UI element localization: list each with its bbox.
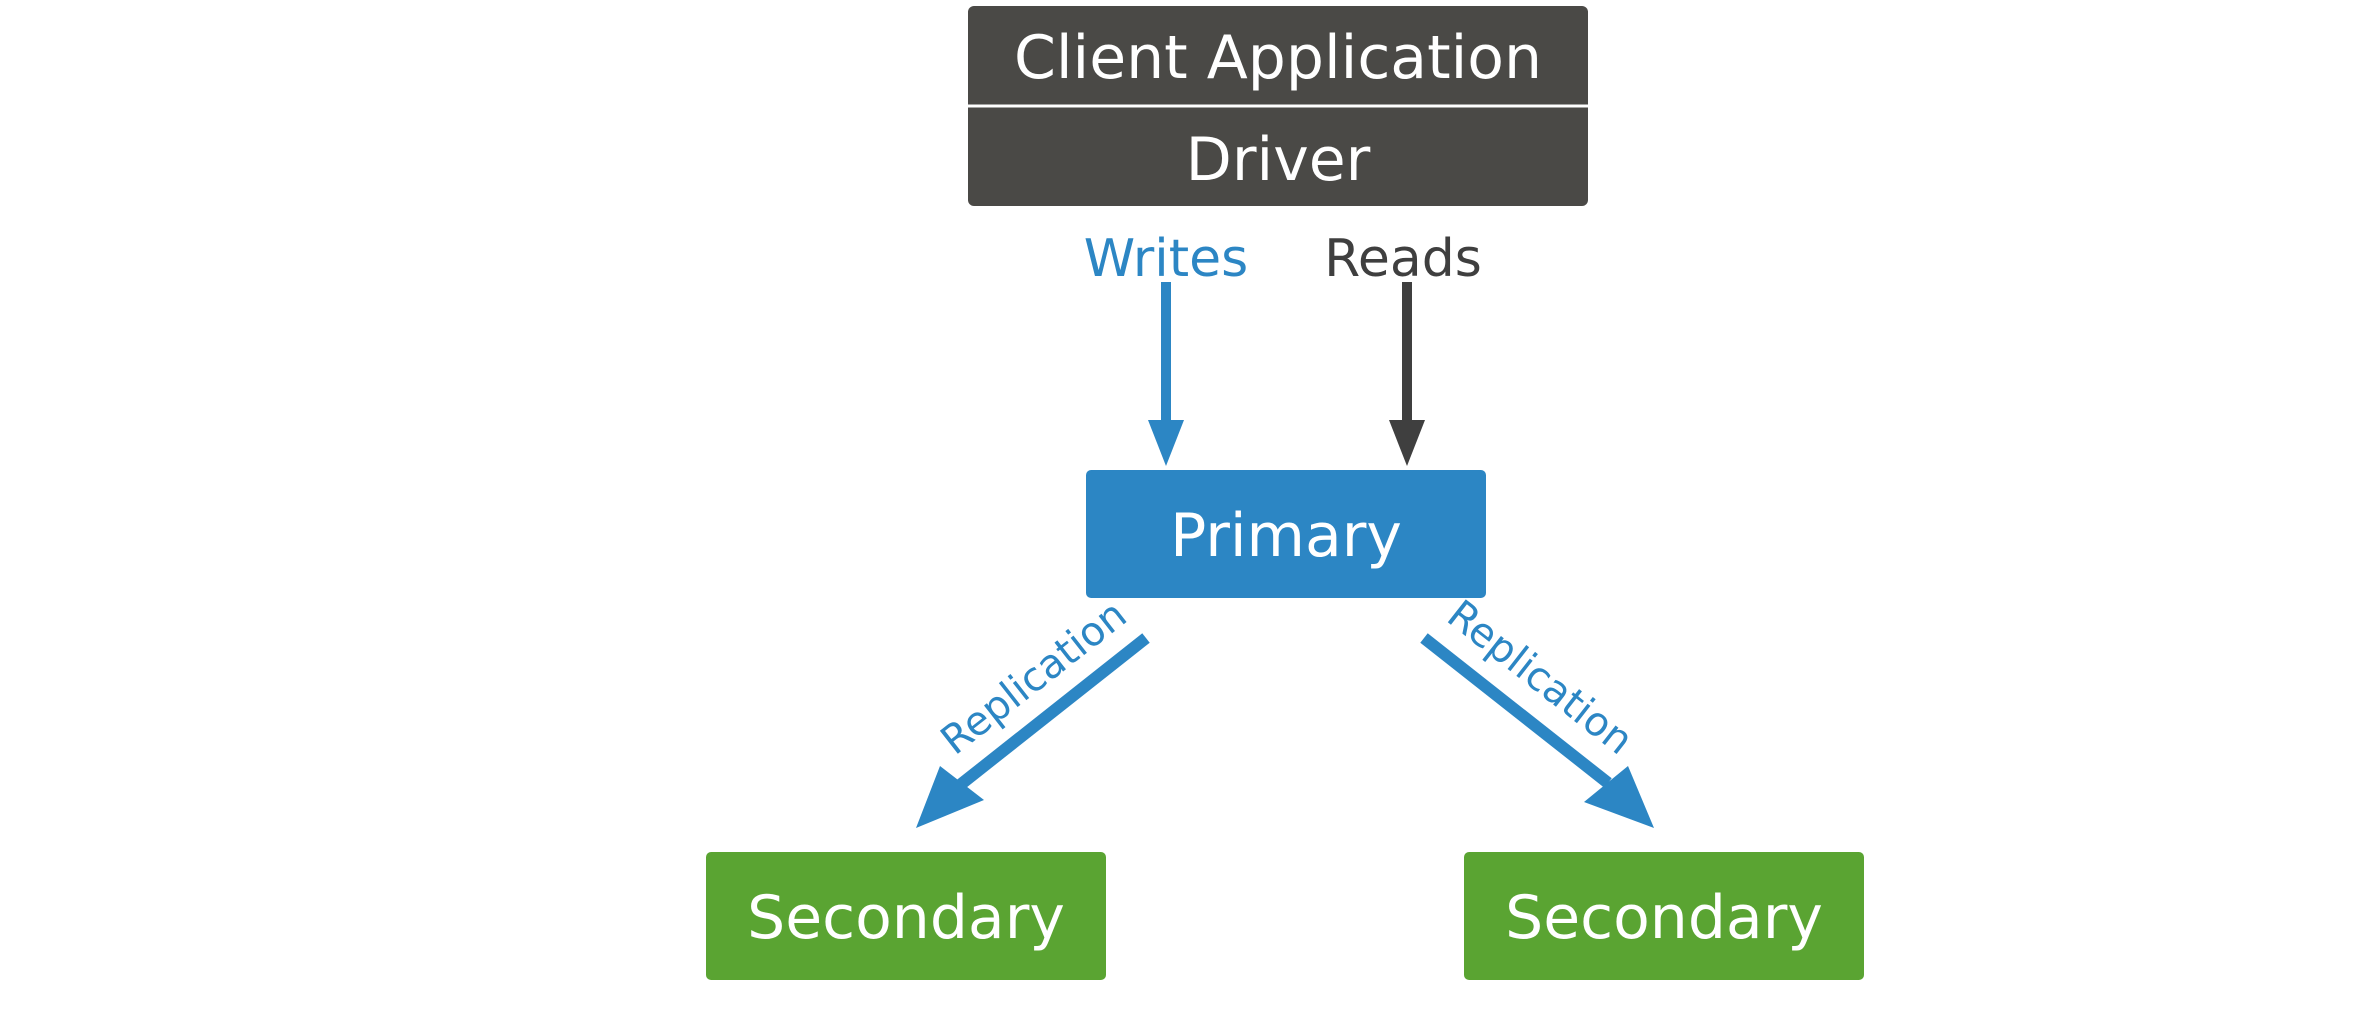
secondary-node-right: Secondary xyxy=(1464,852,1864,980)
replication-arrow-left xyxy=(916,633,1150,828)
writes-arrow xyxy=(1148,282,1184,466)
secondary-label-right: Secondary xyxy=(1505,883,1823,953)
replication-arrow-right xyxy=(1420,633,1654,828)
client-application-title: Client Application xyxy=(1014,23,1542,93)
secondary-box-left xyxy=(706,852,1106,980)
reads-label: Reads xyxy=(1324,229,1482,289)
secondary-box-right xyxy=(1464,852,1864,980)
secondary-label-left: Secondary xyxy=(747,883,1065,953)
primary-box xyxy=(1086,470,1486,598)
driver-label: Driver xyxy=(1186,125,1371,195)
primary-node: Primary xyxy=(1086,470,1486,598)
client-application-block: Client Application Driver xyxy=(968,6,1588,206)
reads-arrow xyxy=(1389,282,1425,466)
secondary-node-left: Secondary xyxy=(706,852,1106,980)
writes-label: Writes xyxy=(1084,229,1248,289)
primary-label: Primary xyxy=(1170,501,1402,571)
